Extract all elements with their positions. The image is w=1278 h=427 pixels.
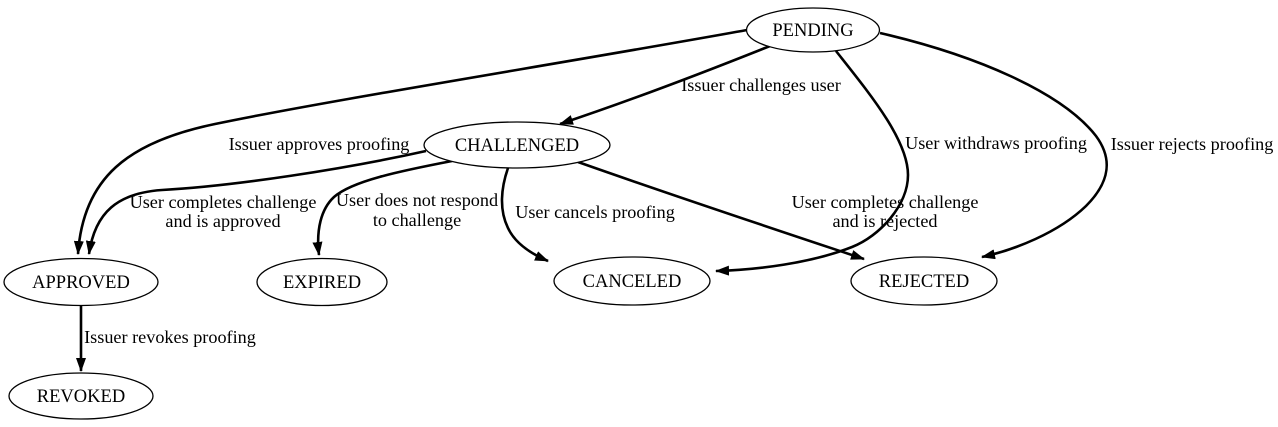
state-node-rejected: REJECTED bbox=[850, 256, 998, 306]
state-node-expired: EXPIRED bbox=[256, 257, 388, 307]
edge-label-challenged-canceled: User cancels proofing bbox=[515, 202, 675, 222]
edge-label-approved-revoked: Issuer revokes proofing bbox=[84, 327, 256, 347]
edge-pending-approved bbox=[73, 28, 748, 255]
rejected-node-ellipse bbox=[850, 256, 998, 306]
canceled-node-label: CANCELED bbox=[583, 272, 682, 292]
edge-label-challenged-expired-line-2: to challenge bbox=[373, 210, 461, 230]
approved-node-label: APPROVED bbox=[32, 273, 130, 293]
edges-layer bbox=[73, 28, 1109, 372]
edge-label-challenged-rejected-line-2: and is rejected bbox=[832, 211, 937, 231]
edge-pending-canceled bbox=[715, 50, 910, 276]
edge-pending-challenged bbox=[559, 44, 771, 126]
edge-challenged-rejected bbox=[577, 160, 865, 261]
rejected-node-label: REJECTED bbox=[879, 272, 969, 292]
state-node-pending: PENDING bbox=[745, 7, 881, 53]
edge-label-pending-challenged: Issuer challenges user bbox=[681, 75, 841, 95]
state-node-revoked: REVOKED bbox=[8, 372, 154, 420]
revoked-node-label: REVOKED bbox=[37, 387, 125, 407]
edge-labels-layer: Issuer challenges user Issuer approves p… bbox=[84, 75, 1273, 347]
nodes-layer: PENDING CHALLENGED APPROVED EXPIRED CANC… bbox=[3, 7, 998, 420]
edge-label-pending-canceled: User withdraws proofing bbox=[905, 133, 1087, 153]
expired-node-ellipse bbox=[256, 257, 388, 307]
challenged-node-label: CHALLENGED bbox=[455, 136, 579, 156]
edge-challenged-approved bbox=[85, 149, 427, 255]
edge-label-challenged-rejected-line-1: User completes challenge bbox=[792, 192, 979, 212]
edge-label-challenged-approved-line-1: User completes challenge bbox=[130, 192, 317, 212]
edge-label-challenged-approved-line-2: and is approved bbox=[165, 211, 280, 231]
challenged-node-ellipse bbox=[423, 121, 611, 169]
expired-node-label: EXPIRED bbox=[283, 273, 361, 293]
pending-node-ellipse bbox=[745, 7, 881, 53]
edge-label-pending-approved: Issuer approves proofing bbox=[229, 134, 410, 154]
edge-label-challenged-expired-line-1: User does not respond bbox=[336, 190, 498, 210]
revoked-node-ellipse bbox=[8, 372, 154, 420]
canceled-node-ellipse bbox=[553, 256, 711, 306]
state-node-canceled: CANCELED bbox=[553, 256, 711, 306]
state-node-approved: APPROVED bbox=[3, 257, 159, 307]
edge-label-pending-rejected: Issuer rejects proofing bbox=[1111, 134, 1274, 154]
state-node-challenged: CHALLENGED bbox=[423, 121, 611, 169]
approved-node-ellipse bbox=[3, 257, 159, 307]
edge-challenged-expired bbox=[312, 159, 453, 256]
edge-pending-rejected bbox=[879, 31, 1109, 260]
edge-challenged-canceled bbox=[500, 167, 549, 263]
pending-node-label: PENDING bbox=[772, 21, 853, 41]
